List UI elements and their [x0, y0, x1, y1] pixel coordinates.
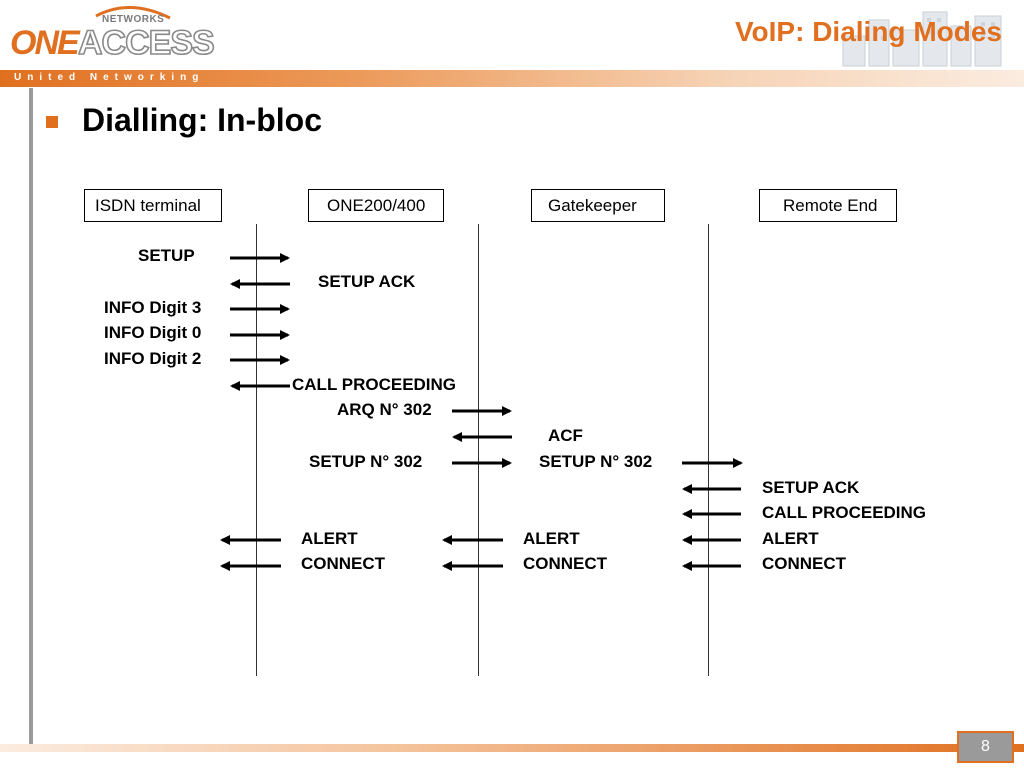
- logo-swoosh-icon: [95, 6, 171, 20]
- lifeline-isdn-terminal: [256, 224, 257, 676]
- msg-arq: ARQ N° 302: [337, 400, 432, 419]
- msg-setup-ack: SETUP ACK: [318, 272, 416, 291]
- footer-bar: [0, 744, 1024, 752]
- logo-one-text: ONE: [10, 24, 80, 62]
- msg-info-digit-0: INFO Digit 0: [104, 323, 202, 342]
- lifeline-gatekeeper: [708, 224, 709, 676]
- msg-setup-ack-remote: SETUP ACK: [762, 478, 860, 497]
- msg-info-digit-2: INFO Digit 2: [104, 349, 202, 368]
- msg-setup-n302-right: SETUP N° 302: [539, 452, 653, 471]
- msg-call-proceeding: CALL PROCEEDING: [292, 375, 457, 394]
- oneaccess-logo: NETWORKS ONE ACCESS: [10, 4, 215, 70]
- msg-connect-3: CONNECT: [762, 554, 847, 573]
- msg-info-digit-3: INFO Digit 3: [104, 298, 202, 317]
- msg-alert-2: ALERT: [523, 529, 580, 548]
- msg-acf: ACF: [548, 426, 583, 445]
- header-bar: [0, 70, 1024, 87]
- logo-access-text: ACCESS: [77, 23, 215, 63]
- msg-connect-1: CONNECT: [301, 554, 386, 573]
- lifeline-one200-400: [478, 224, 479, 676]
- entity-isdn-terminal: ISDN terminal: [84, 189, 222, 222]
- msg-connect-2: CONNECT: [523, 554, 608, 573]
- page-number: 8: [957, 731, 1014, 763]
- logo-networks-text: NETWORKS: [102, 14, 165, 25]
- slide-title: VoIP: Dialing Modes: [734, 16, 1002, 47]
- msg-alert-3: ALERT: [762, 529, 819, 548]
- msg-alert-1: ALERT: [301, 529, 358, 548]
- tagline: United Networking: [14, 72, 205, 83]
- entity-gatekeeper: Gatekeeper: [531, 189, 665, 222]
- slide-heading: Dialling: In-bloc: [82, 102, 322, 138]
- bullet-icon: [46, 116, 58, 128]
- msg-setup-n302-left: SETUP N° 302: [309, 452, 423, 471]
- msg-call-proceeding-remote: CALL PROCEEDING: [762, 503, 927, 522]
- left-rule: [29, 88, 33, 744]
- entity-one200-400: ONE200/400: [308, 189, 444, 222]
- entity-remote-end: Remote End: [759, 189, 897, 222]
- building-illustration-icon: [842, 11, 1002, 67]
- msg-setup: SETUP: [138, 246, 195, 265]
